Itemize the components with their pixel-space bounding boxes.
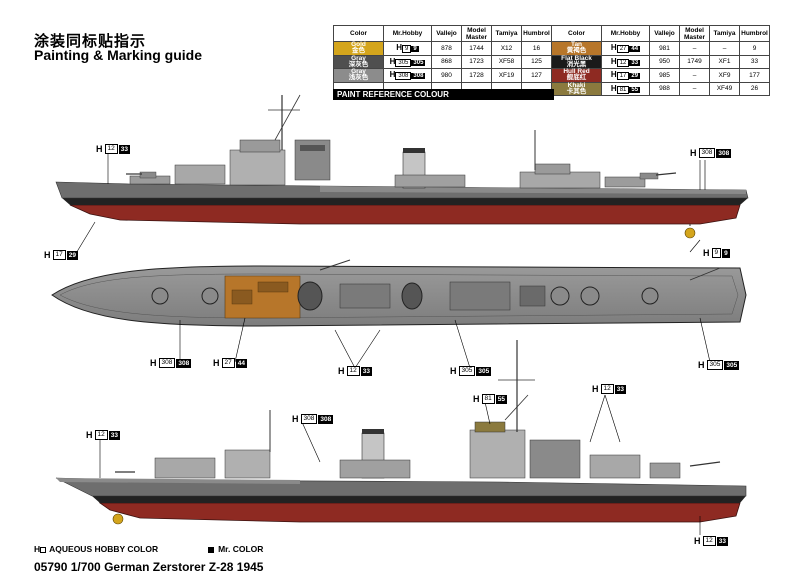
aqueous-square-icon: [40, 546, 47, 553]
paint-reference-label: PAINT REFERENCE COLOUR: [333, 89, 554, 100]
color-name: Hull Red: [563, 68, 590, 76]
color-name-cn: 浅灰色: [348, 74, 369, 82]
col-model-master-2: Model Master: [679, 25, 710, 42]
humbrol-code: 16: [521, 41, 552, 56]
color-name-cn: 深灰色: [348, 60, 369, 68]
color-name-cn: 金色: [352, 47, 365, 55]
humbrol-code: 9: [739, 41, 770, 56]
mm-code: –: [679, 41, 710, 56]
humbrol-code: 26: [739, 81, 770, 96]
col-color-2: Color: [551, 25, 602, 42]
col-vallejo: Vallejo: [431, 25, 462, 42]
color-name-cn: 消光黑: [566, 60, 587, 68]
col-humbrol-2: Humbrol: [739, 25, 770, 42]
black-square-icon: [208, 546, 215, 553]
vallejo-code: 878: [431, 41, 462, 56]
mm-code: –: [679, 81, 710, 96]
model-title: 05790 1/700 German Zerstorer Z-28 1945: [34, 560, 264, 574]
color-name: Gray: [351, 68, 366, 76]
col-color: Color: [333, 25, 384, 42]
title-chinese: 涂装同标贴指示: [34, 32, 147, 50]
color-name: Tan: [570, 41, 583, 49]
color-name: Khaki: [567, 81, 586, 89]
title-english: Painting & Marking guide: [34, 47, 203, 63]
col-humbrol: Humbrol: [521, 25, 552, 42]
deck-plan-view: [51, 259, 747, 327]
leader-lines: [74, 153, 711, 535]
side-profile-bottom: [55, 340, 747, 525]
col-tamiya: Tamiya: [491, 25, 522, 42]
col-model-master: Model Master: [461, 25, 492, 42]
color-name: Gray: [351, 54, 366, 62]
color-name: Flat Black: [561, 54, 592, 62]
col-vallejo-2: Vallejo: [649, 25, 680, 42]
color-name-cn: 卡其色: [566, 87, 587, 95]
legend-mr-color: Mr. COLOR: [208, 544, 263, 554]
tamiya-code: X12: [491, 41, 522, 56]
col-mrhobby: Mr.Hobby: [383, 25, 432, 42]
side-profile-top: [55, 94, 749, 239]
color-name-cn: 黄褐色: [566, 47, 587, 55]
color-name: Gold: [351, 41, 366, 49]
color-name-cn: 舰底红: [566, 74, 587, 82]
table-header-row: Color Mr.Hobby Vallejo Model Master Tami…: [333, 25, 770, 42]
